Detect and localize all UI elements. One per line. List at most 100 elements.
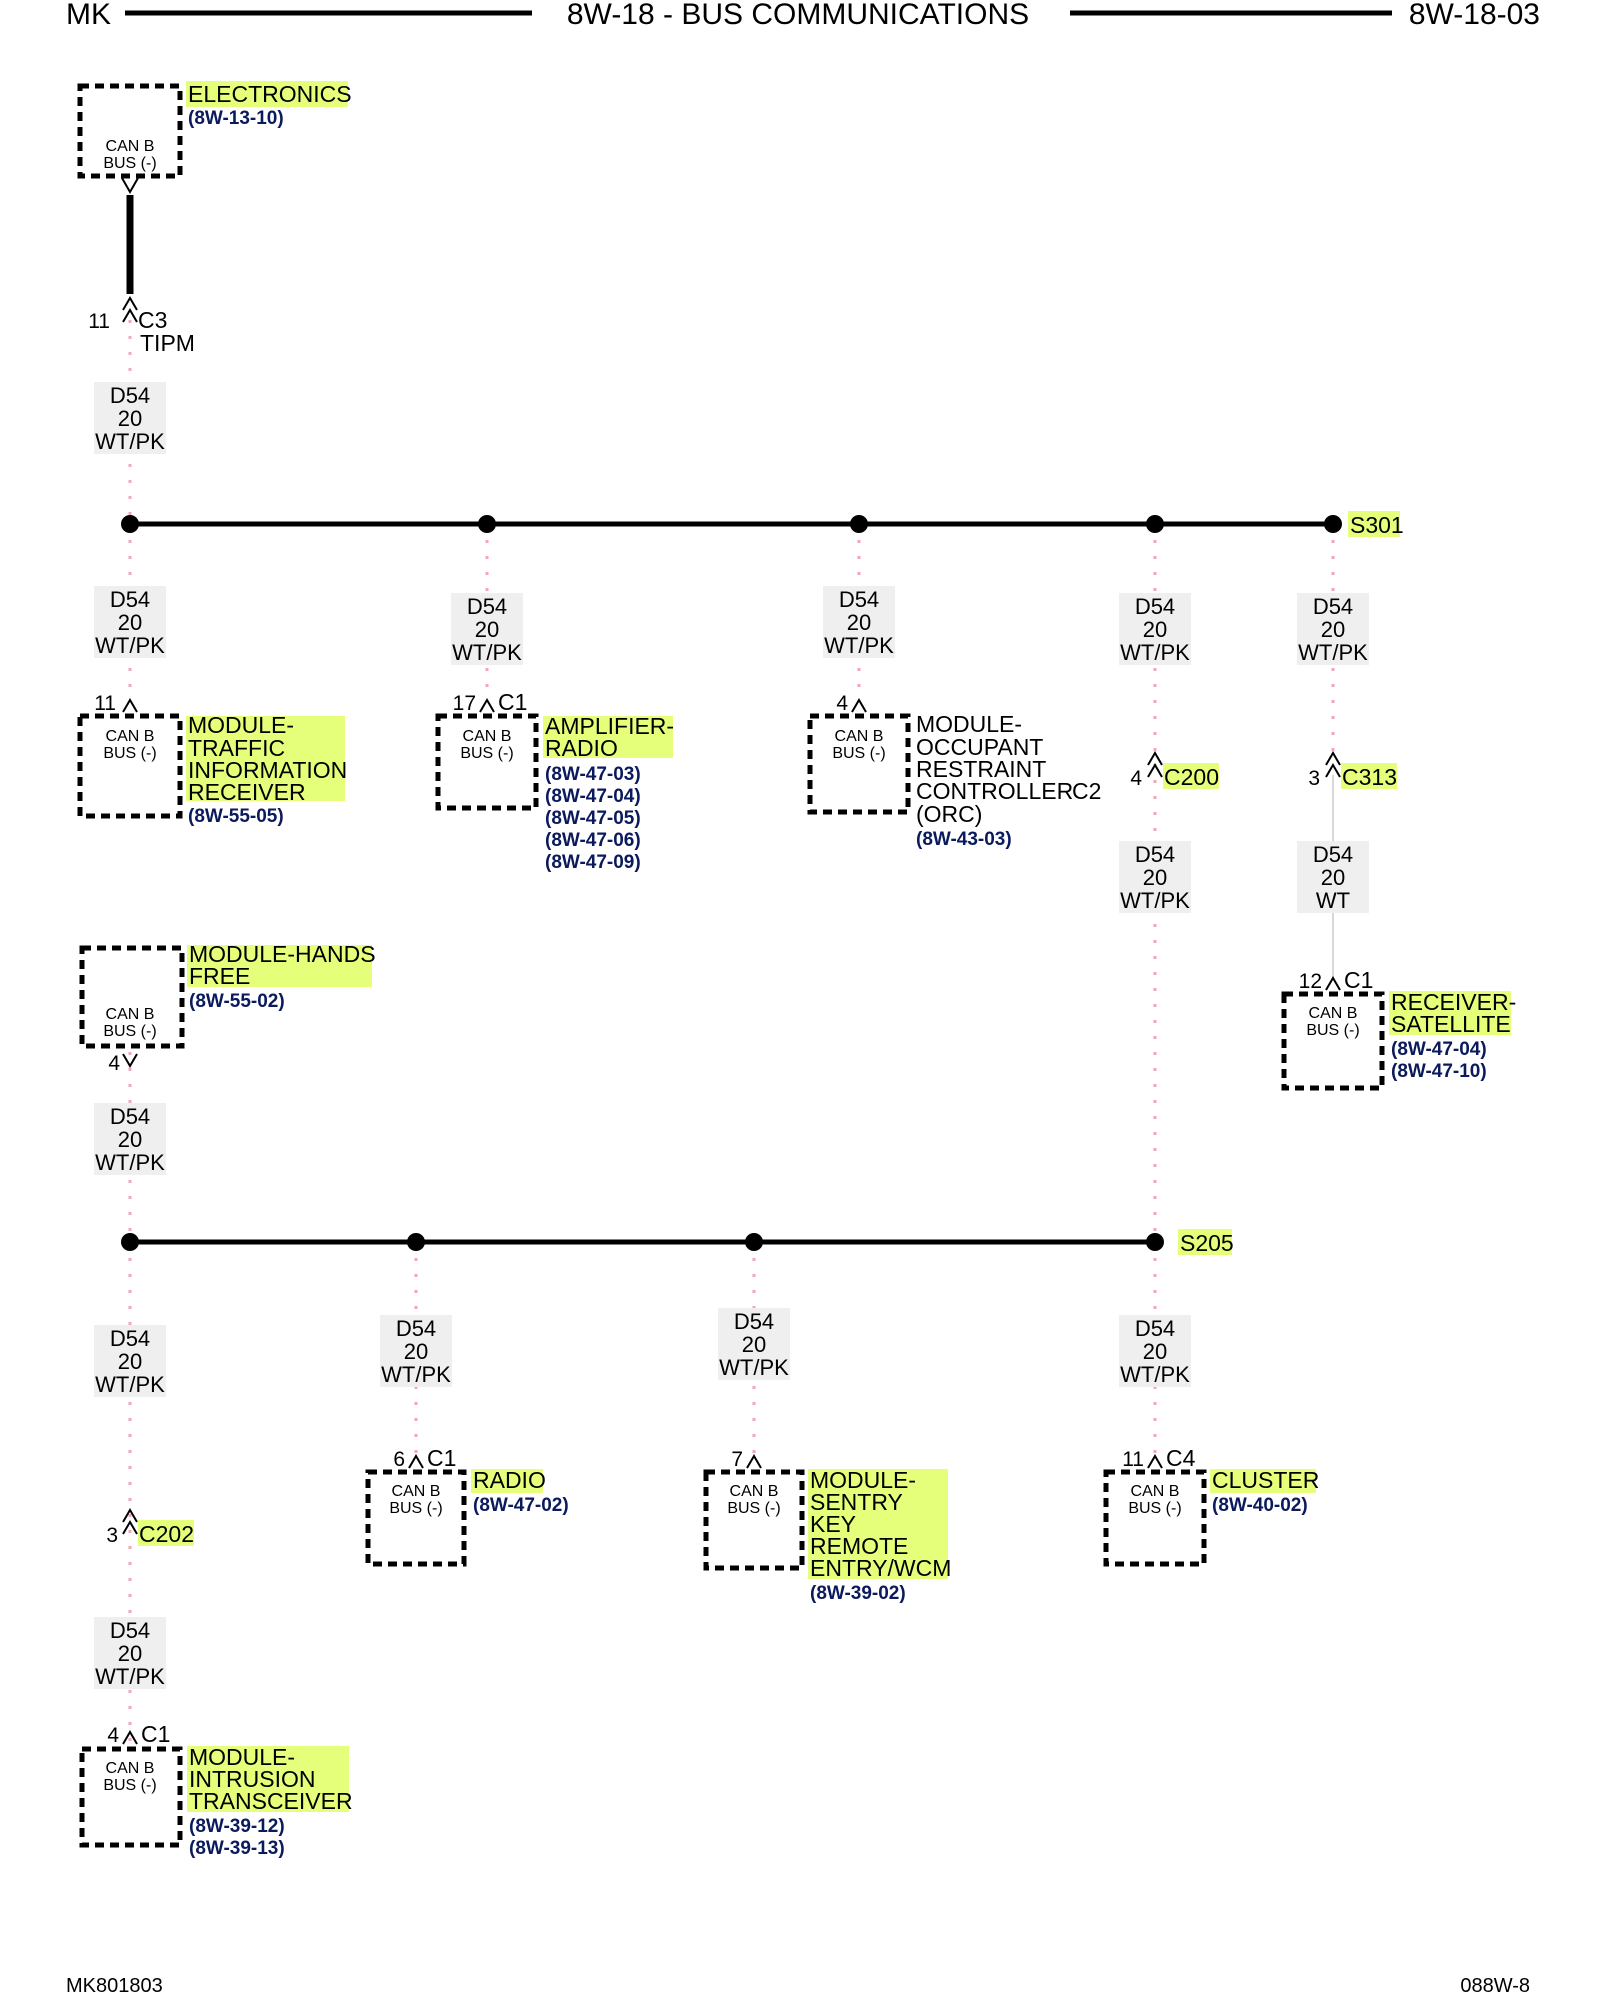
module-box xyxy=(435,713,539,811)
connector-tipm-c3: 11 C3 TIPM xyxy=(88,296,195,356)
wire-circuit: D54 xyxy=(396,1316,436,1341)
module-name-highlight xyxy=(808,1469,948,1579)
wire-label-bg xyxy=(823,586,895,658)
connector-pin: 4 xyxy=(108,1052,120,1075)
connector-pin: 4 xyxy=(836,692,848,715)
module-name: RADIO xyxy=(473,1467,546,1493)
module-name: OCCUPANT xyxy=(916,734,1043,760)
connector-pin: 3 xyxy=(106,1524,118,1547)
wire-circuit: D54 xyxy=(110,1618,150,1643)
connector-caret-icon xyxy=(122,308,138,323)
module-ref: (8W-13-10) xyxy=(188,108,284,129)
wire-color: WT/PK xyxy=(1120,1362,1190,1387)
connector-highlight xyxy=(138,1520,194,1546)
connector-name: C4 xyxy=(1166,1445,1196,1471)
connector-module: TIPM xyxy=(140,330,195,356)
wire-color: WT/PK xyxy=(1120,640,1190,665)
module-box xyxy=(1281,991,1385,1091)
wire-gauge: 20 xyxy=(404,1339,428,1364)
splice-label-highlight xyxy=(1348,511,1400,537)
module-ref: (8W-43-03) xyxy=(916,829,1012,850)
module-name: AMPLIFIER- xyxy=(545,713,674,739)
connector-name: C2 xyxy=(1072,778,1101,804)
wire-gauge: 20 xyxy=(1143,865,1167,890)
splice-node xyxy=(121,515,139,533)
wire-gauge: 20 xyxy=(118,1127,142,1152)
wire-gauge: 20 xyxy=(1321,617,1345,642)
module-name: INTRUSION xyxy=(189,1766,316,1792)
bus-s301: S301 xyxy=(121,511,1404,538)
connector-pin: 4 xyxy=(1130,767,1142,790)
can-label: CAN B xyxy=(835,728,884,745)
module-box xyxy=(807,713,911,815)
module-name: RADIO xyxy=(545,735,618,761)
module-name: MODULE- xyxy=(188,712,294,738)
wire-color: WT/PK xyxy=(95,1664,165,1689)
wire-circuit: D54 xyxy=(839,587,879,612)
connector-caret-icon xyxy=(1325,763,1341,778)
splice-label-s301: S301 xyxy=(1350,512,1404,538)
wire-circuit: D54 xyxy=(1313,842,1353,867)
module-name-highlight xyxy=(186,81,348,107)
wire-gauge: 20 xyxy=(1143,1339,1167,1364)
module-box xyxy=(77,713,183,819)
can-label: BUS (-) xyxy=(1128,1500,1181,1517)
connector-caret-icon xyxy=(121,177,139,195)
connector-c200: 4 C200 xyxy=(1130,751,1219,790)
module-name: (ORC) xyxy=(916,801,982,827)
wire-gauge: 20 xyxy=(1321,865,1345,890)
wire-label-bg xyxy=(1297,593,1369,665)
connector-caret-icon xyxy=(122,1053,138,1068)
connector-pin: 11 xyxy=(1122,1448,1144,1471)
wire-color-alt: WT xyxy=(1316,888,1350,913)
module-box xyxy=(1103,1469,1207,1567)
can-label: BUS (-) xyxy=(727,1500,780,1517)
module-name: REMOTE xyxy=(810,1533,908,1559)
connector-name: C200 xyxy=(1164,764,1219,790)
splice-node xyxy=(745,1233,763,1251)
module-ref: (8W-39-02) xyxy=(810,1583,906,1604)
can-label: BUS (-) xyxy=(103,155,156,172)
connector-name: C1 xyxy=(1344,967,1373,993)
module-name: MODULE- xyxy=(189,1744,295,1770)
module-name: CLUSTER xyxy=(1212,1467,1319,1493)
module-ref: (8W-47-02) xyxy=(473,1495,569,1516)
splice-node xyxy=(407,1233,425,1251)
module-ref: (8W-47-05) xyxy=(545,808,641,829)
module-ref: (8W-47-06) xyxy=(545,830,641,851)
can-label: CAN B xyxy=(106,1760,155,1777)
module-ref: (8W-55-05) xyxy=(188,806,284,827)
module-name-highlight xyxy=(543,716,673,758)
module-radio: 6 C1 CAN B BUS (-) RADIO (8W-47-02) xyxy=(365,1445,569,1567)
wire-label-bg xyxy=(94,382,166,454)
connector-name: C3 xyxy=(138,307,167,333)
wire-color: WT/PK xyxy=(452,640,522,665)
connector-c202: 3 C202 xyxy=(106,1508,194,1547)
module-name: INFORMATION xyxy=(188,757,347,783)
wire-circuit: D54 xyxy=(110,1104,150,1129)
connector-pin: 4 xyxy=(107,1724,119,1747)
connector-highlight xyxy=(1163,763,1219,789)
module-name: CONTROLLER xyxy=(916,778,1073,804)
footer-left: MK801803 xyxy=(66,1975,163,1997)
wire-color: WT/PK xyxy=(1120,888,1190,913)
wire-color: WT/PK xyxy=(1298,640,1368,665)
connector-name: C1 xyxy=(498,689,527,715)
module-ref: (8W-55-02) xyxy=(189,991,285,1012)
module-ref: (8W-47-03) xyxy=(545,764,641,785)
module-name-highlight xyxy=(187,945,372,987)
module-box xyxy=(79,945,185,1049)
module-occupant-restraint-controller: 4 CAN B BUS (-) MODULE- OCCUPANT RESTRAI… xyxy=(807,692,1101,850)
wire-circuit: D54 xyxy=(110,1326,150,1351)
can-label: CAN B xyxy=(106,728,155,745)
wire-circuit: D54 xyxy=(1135,842,1175,867)
can-label: CAN B xyxy=(463,728,512,745)
can-label: BUS (-) xyxy=(389,1500,442,1517)
wire-color: WT/PK xyxy=(95,1372,165,1397)
connector-caret-icon xyxy=(122,1730,138,1745)
wire-gauge: 20 xyxy=(118,610,142,635)
module-name: MODULE-HANDS xyxy=(189,941,376,967)
module-name: SENTRY xyxy=(810,1489,903,1515)
footer-right: 088W-8 xyxy=(1460,1975,1530,1997)
